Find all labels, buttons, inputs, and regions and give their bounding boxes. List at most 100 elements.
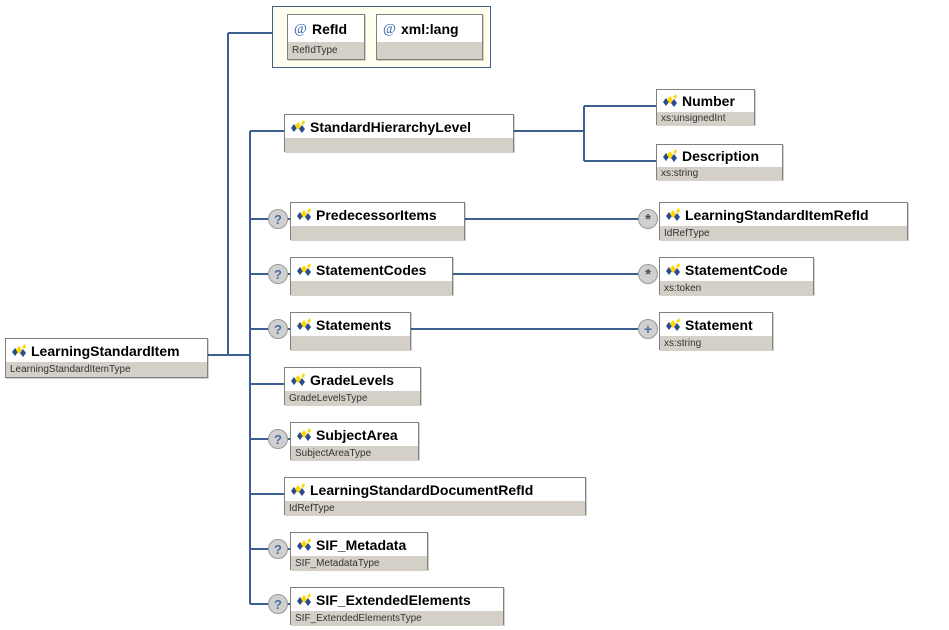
sequence-element-icon [666, 262, 680, 276]
badge-symbol: * [645, 265, 651, 283]
node-typerow: xs:token [660, 281, 813, 296]
sequence-element-icon [291, 372, 305, 386]
node-label: LearningStandardItem [31, 342, 180, 359]
sequence-element-icon [297, 427, 311, 441]
node-predecessor-items[interactable]: PredecessorItems [290, 202, 465, 241]
node-typerow: RefIdType [288, 42, 364, 59]
node-title: PredecessorItems [291, 203, 464, 226]
occurrence-badge-repeat: * [638, 209, 658, 229]
node-title: Statement [660, 313, 772, 336]
node-typerow [377, 42, 482, 59]
sequence-element-icon [291, 482, 305, 496]
node-type: xs:string [661, 168, 699, 179]
occurrence-badge-repeat: * [638, 264, 658, 284]
svg-text:@: @ [383, 21, 396, 36]
node-typerow: SIF_MetadataType [291, 556, 427, 571]
at-sign-icon: @ [294, 21, 307, 36]
node-title: Number [657, 90, 754, 112]
node-learning-standard-document-refid[interactable]: LearningStandardDocumentRefId IdRefType [284, 477, 586, 516]
node-type: SubjectAreaType [295, 447, 372, 459]
occurrence-badge-optional: ? [268, 209, 288, 229]
node-title: SubjectArea [291, 423, 418, 446]
node-type: IdRefType [664, 227, 710, 239]
node-type: GradeLevelsType [289, 392, 368, 404]
node-typerow: SubjectAreaType [291, 446, 418, 461]
occurrence-badge-optional: ? [268, 429, 288, 449]
sequence-element-icon [291, 119, 305, 133]
node-typerow [285, 138, 513, 153]
sequence-element-icon [12, 343, 26, 357]
node-label: StatementCodes [316, 261, 427, 278]
node-label: Number [682, 93, 735, 109]
node-label: GradeLevels [310, 371, 395, 388]
badge-symbol: ? [274, 596, 282, 612]
node-attribute-xml-lang[interactable]: @ xml:lang [376, 14, 483, 60]
node-statement[interactable]: Statement xs:string [659, 312, 773, 351]
node-type: RefIdType [292, 44, 338, 56]
node-label: LearningStandardDocumentRefId [310, 481, 534, 498]
sequence-element-icon [297, 317, 311, 331]
node-sif-metadata[interactable]: SIF_Metadata SIF_MetadataType [290, 532, 428, 571]
node-type: LearningStandardItemType [10, 363, 131, 375]
badge-symbol: ? [274, 266, 282, 282]
occurrence-badge-one-or-more: + [638, 319, 658, 339]
node-typerow: xs:string [660, 336, 772, 351]
node-title: LearningStandardDocumentRefId [285, 478, 585, 501]
node-label: SIF_ExtendedElements [316, 591, 471, 608]
sequence-element-icon [666, 317, 680, 331]
node-title: StandardHierarchyLevel [285, 115, 513, 138]
node-description[interactable]: Description xs:string [656, 144, 783, 181]
node-label: SIF_Metadata [316, 536, 407, 553]
node-title: LearningStandardItem [6, 339, 207, 362]
node-number[interactable]: Number xs:unsignedInt [656, 89, 755, 126]
node-title: StatementCode [660, 258, 813, 281]
node-sif-extended-elements[interactable]: SIF_ExtendedElements SIF_ExtendedElement… [290, 587, 504, 626]
node-subject-area[interactable]: SubjectArea SubjectAreaType [290, 422, 419, 461]
node-label: Statements [316, 316, 392, 333]
sequence-element-icon [297, 537, 311, 551]
node-statement-code[interactable]: StatementCode xs:token [659, 257, 814, 296]
node-statement-codes[interactable]: StatementCodes [290, 257, 453, 296]
node-title: @ xml:lang [377, 15, 482, 42]
node-label: StatementCode [685, 261, 788, 278]
sequence-element-icon [297, 592, 311, 606]
node-title: Statements [291, 313, 410, 336]
node-learning-standard-item[interactable]: LearningStandardItem LearningStandardIte… [5, 338, 208, 378]
node-label: Statement [685, 316, 753, 333]
node-learning-standard-item-refid[interactable]: LearningStandardItemRefId IdRefType [659, 202, 908, 241]
node-label: StandardHierarchyLevel [310, 118, 472, 135]
svg-text:@: @ [294, 21, 307, 36]
node-type: IdRefType [289, 502, 335, 514]
node-typerow: xs:unsignedInt [657, 112, 754, 126]
node-standard-hierarchy-level[interactable]: StandardHierarchyLevel [284, 114, 514, 153]
node-grade-levels[interactable]: GradeLevels GradeLevelsType [284, 367, 421, 406]
node-type: xs:string [664, 337, 702, 349]
node-typerow: xs:string [657, 167, 782, 181]
node-type: xs:unsignedInt [661, 113, 726, 124]
node-typerow [291, 226, 464, 241]
node-title: LearningStandardItemRefId [660, 203, 907, 226]
badge-symbol: ? [274, 211, 282, 227]
node-label: SubjectArea [316, 426, 398, 443]
node-title: @ RefId [288, 15, 364, 42]
sequence-element-icon [297, 262, 311, 276]
occurrence-badge-optional: ? [268, 539, 288, 559]
node-attribute-refid[interactable]: @ RefId RefIdType [287, 14, 365, 60]
occurrence-badge-optional: ? [268, 594, 288, 614]
badge-symbol: ? [274, 431, 282, 447]
node-title: SIF_Metadata [291, 533, 427, 556]
node-typerow: IdRefType [660, 226, 907, 241]
node-title: Description [657, 145, 782, 167]
node-label: LearningStandardItemRefId [685, 206, 869, 223]
node-title: GradeLevels [285, 368, 420, 391]
node-statements[interactable]: Statements [290, 312, 411, 351]
node-label: Description [682, 148, 760, 164]
sequence-element-icon [297, 207, 311, 221]
node-type: xs:token [664, 282, 702, 294]
badge-symbol: * [645, 210, 651, 228]
node-typerow: LearningStandardItemType [6, 362, 207, 377]
node-typerow: GradeLevelsType [285, 391, 420, 406]
sequence-element-icon [663, 149, 677, 162]
